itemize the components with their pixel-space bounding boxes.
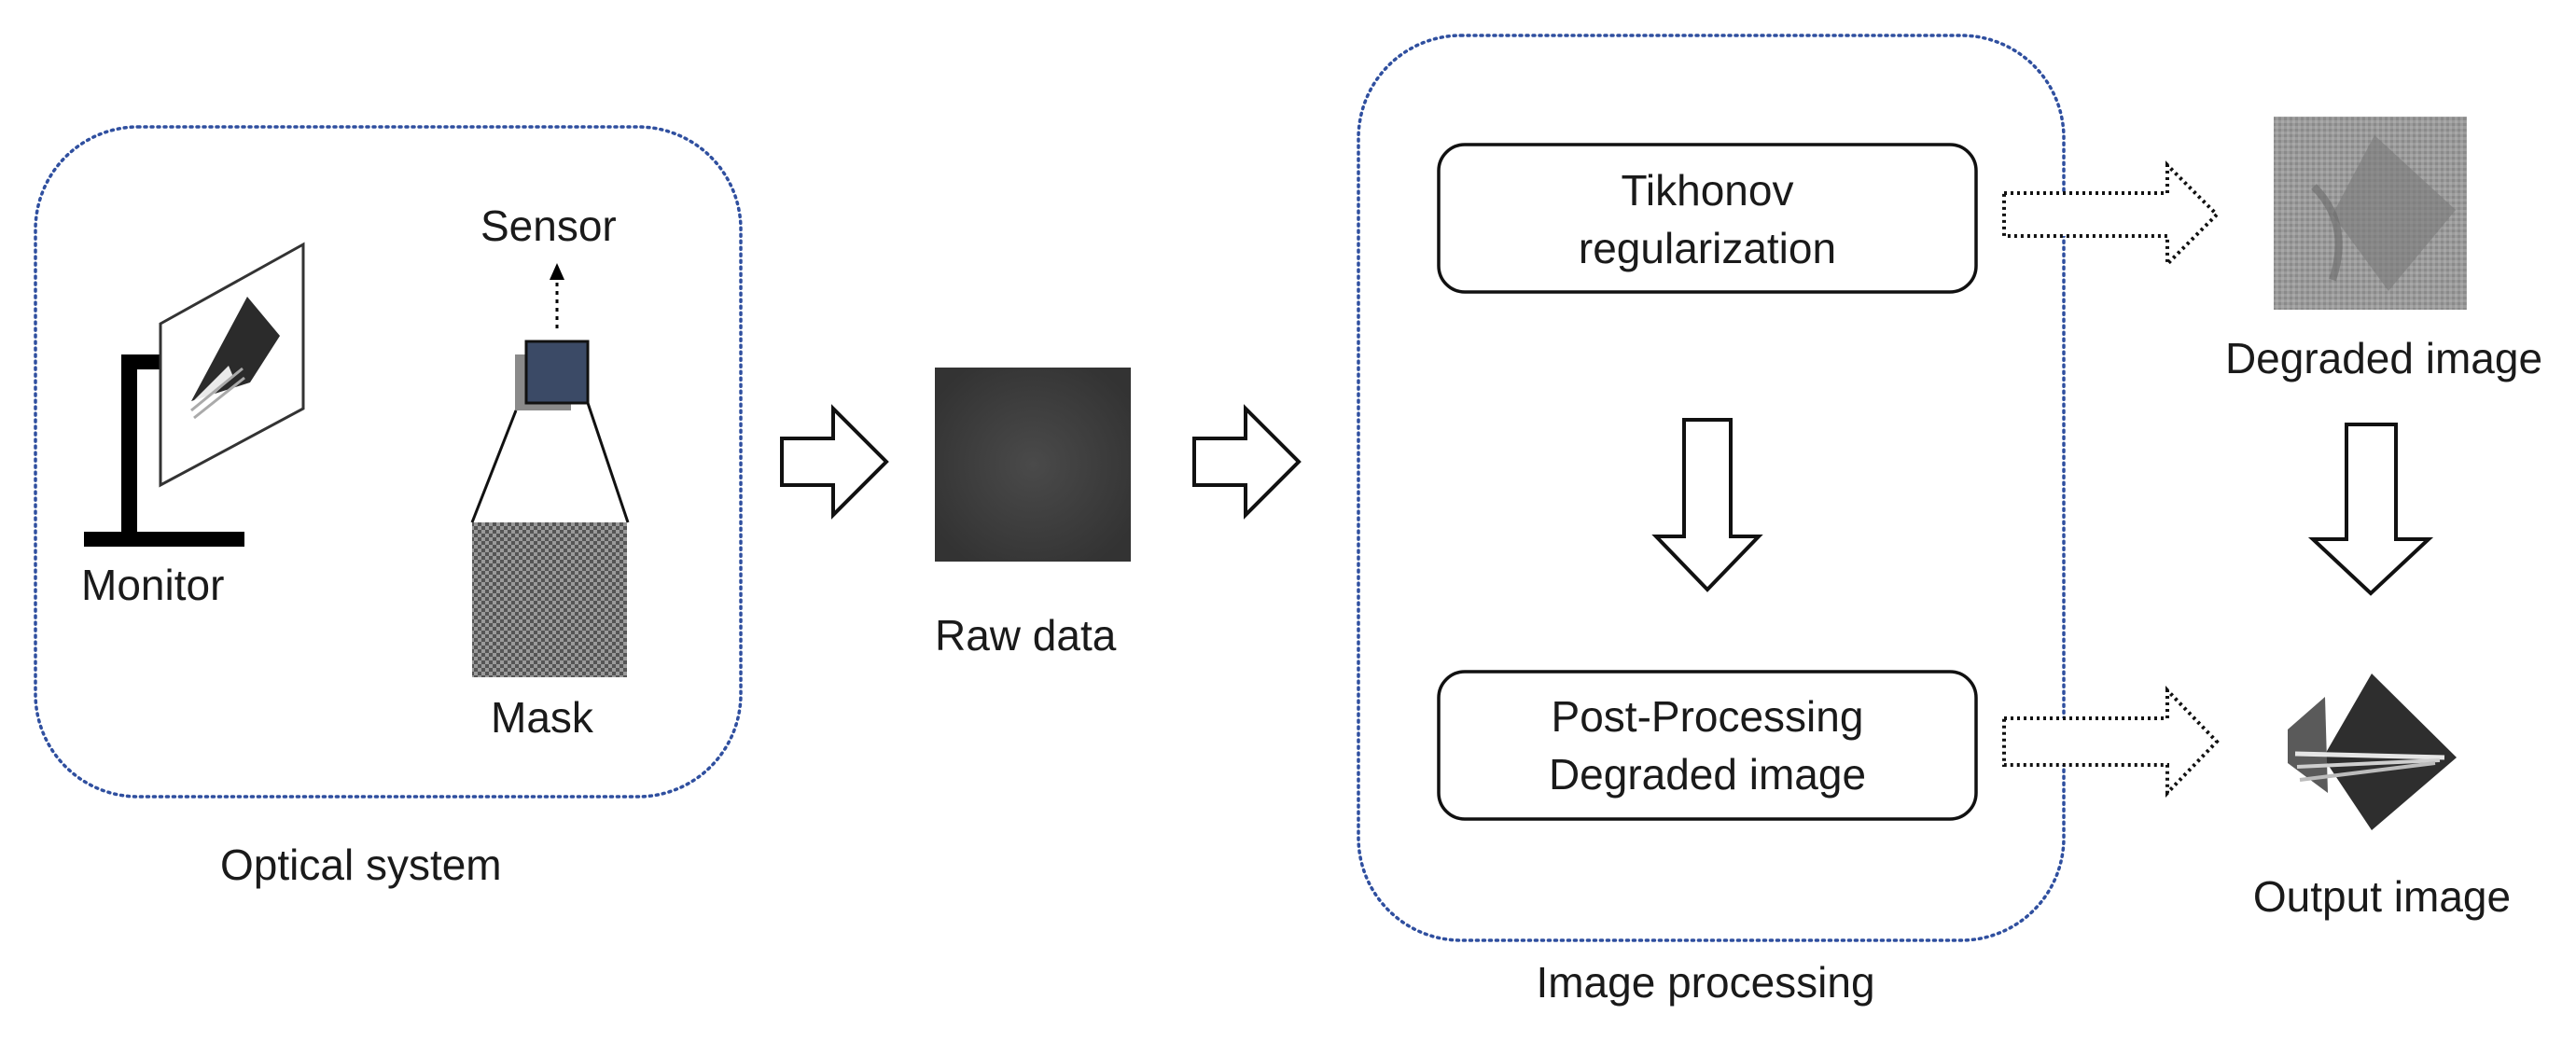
arrow-to-raw-data (780, 404, 889, 520)
optical-system-title: Optical system (220, 841, 502, 889)
sensor-icon (515, 340, 590, 410)
tikhonov-line2: regularization (1579, 224, 1836, 272)
diamond-logo-icon (2288, 674, 2457, 830)
post-processing-box (1437, 670, 1978, 821)
sensor-arrow (550, 263, 564, 328)
arrow-down-output (2307, 423, 2434, 596)
mask-label: Mask (491, 693, 594, 742)
image-processing-title: Image processing (1536, 958, 1874, 1007)
sensor-cone-left (470, 410, 518, 523)
degraded-image (2274, 117, 2467, 310)
raw-data-image (935, 368, 1131, 562)
image-processing-panel (1357, 34, 2066, 942)
tikhonov-box (1437, 143, 1978, 294)
arrow-to-output (2002, 686, 2220, 798)
optical-system-panel (34, 125, 743, 799)
degraded-image-label: Degraded image (2225, 334, 2542, 382)
sensor-cone-right (586, 402, 630, 523)
output-image-label: Output image (2253, 872, 2511, 921)
arrow-to-processing (1192, 404, 1302, 520)
monitor-label: Monitor (81, 561, 224, 609)
arrow-down-processing (1651, 418, 1763, 592)
arrow-to-degraded (2002, 160, 2220, 269)
mask-pattern-icon (472, 522, 627, 677)
tikhonov-line1: Tikhonov (1622, 166, 1794, 215)
raw-data-label: Raw data (935, 611, 1117, 660)
monitor-icon (84, 242, 305, 547)
sensor-label: Sensor (480, 201, 617, 250)
post-processing-line1: Post-Processing (1552, 692, 1864, 741)
post-processing-line2: Degraded image (1549, 750, 1866, 799)
